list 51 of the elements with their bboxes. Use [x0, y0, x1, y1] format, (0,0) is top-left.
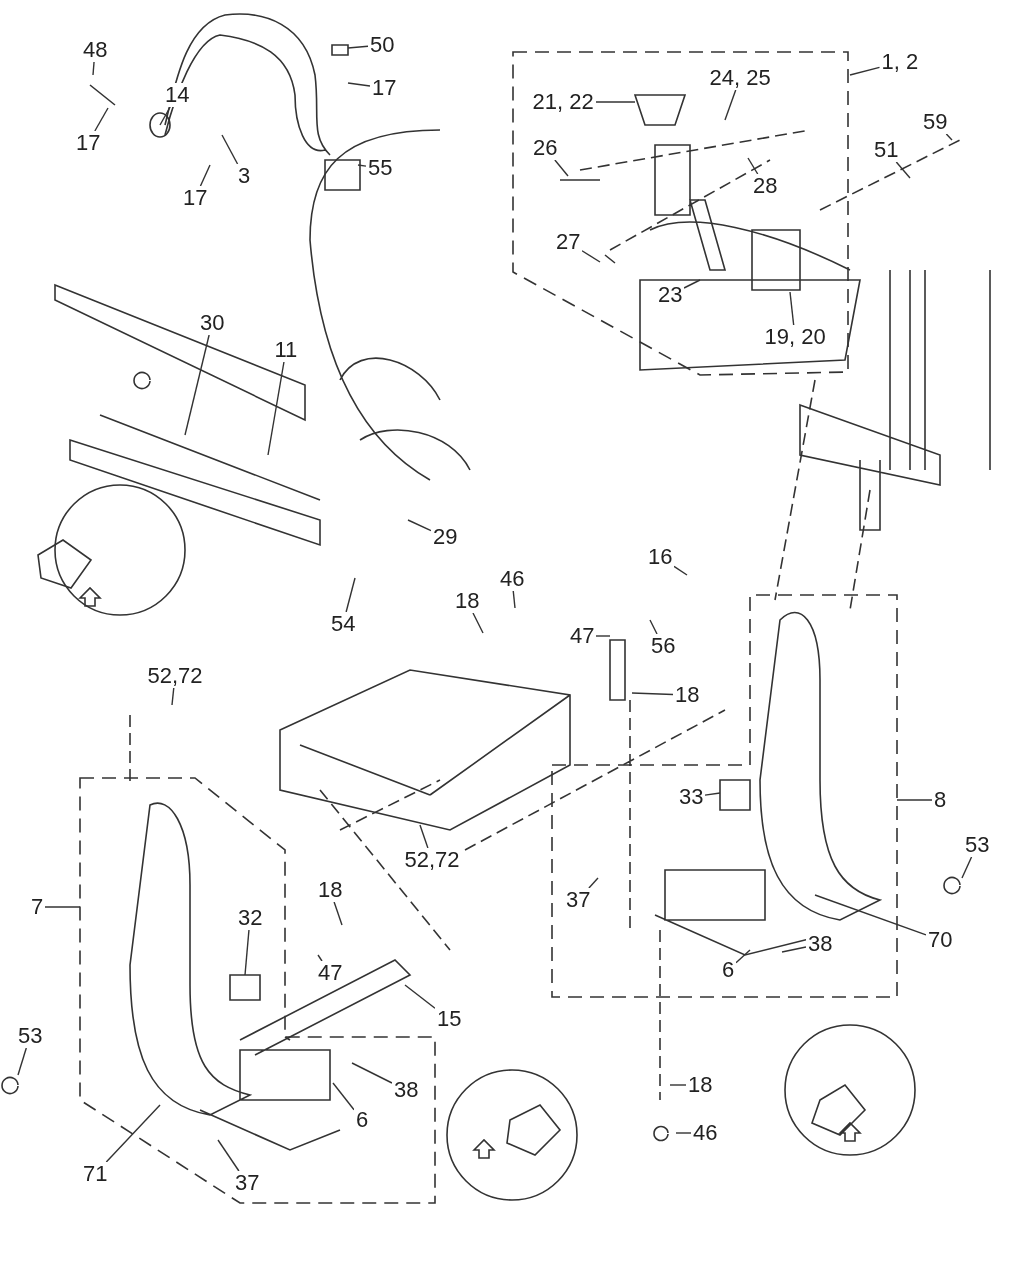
leader-line: [724, 89, 737, 121]
leader-line: [345, 577, 356, 613]
leader-line: [184, 334, 210, 436]
leader-line: [94, 107, 109, 132]
leader-line: [895, 161, 911, 179]
leader-line: [333, 901, 343, 926]
leader-line: [554, 159, 569, 177]
leader-line: [581, 250, 601, 263]
leader-line: [683, 279, 701, 289]
leader-line: [171, 687, 175, 706]
leader-line: [17, 1047, 27, 1076]
leader-line: [105, 1104, 161, 1163]
leader-line: [849, 66, 881, 76]
leader-line: [814, 894, 927, 936]
callout-number: 52,72: [402, 848, 462, 872]
leader-line: [44, 906, 81, 908]
leader-line: [332, 1082, 355, 1111]
leader-line: [673, 565, 688, 576]
leader-line: [594, 101, 636, 103]
leader-line: [351, 1062, 393, 1084]
leader-line: [199, 164, 211, 187]
leader-line: [512, 590, 516, 609]
leader-line: [317, 954, 323, 962]
leader-line: [789, 291, 795, 326]
leader-line: [747, 157, 759, 175]
leader-line: [244, 929, 250, 976]
leader-line: [357, 164, 367, 167]
leader-line: [407, 519, 432, 532]
leader-line: [896, 799, 933, 801]
leader-line: [735, 949, 751, 964]
leader-line: [221, 134, 239, 165]
leader-line: [159, 106, 171, 126]
leader-line: [595, 635, 611, 637]
leader-line: [675, 1132, 692, 1134]
leader-line: [631, 692, 674, 696]
leader-line: [347, 82, 371, 87]
leader-line: [404, 984, 436, 1009]
leader-line: [217, 1139, 240, 1172]
leader-line: [649, 619, 658, 635]
leader-line: [347, 45, 369, 49]
leader-line: [945, 133, 953, 141]
callout-number: 14: [163, 83, 192, 107]
leader-line: [704, 792, 721, 796]
leader-line: [419, 824, 429, 849]
leader-line: [781, 946, 807, 953]
leader-line: [961, 856, 973, 879]
leader-line: [267, 361, 285, 456]
leader-line: [472, 612, 484, 634]
leader-line: [669, 1084, 687, 1086]
leader-line: [588, 877, 599, 889]
leader-line: [92, 61, 95, 76]
